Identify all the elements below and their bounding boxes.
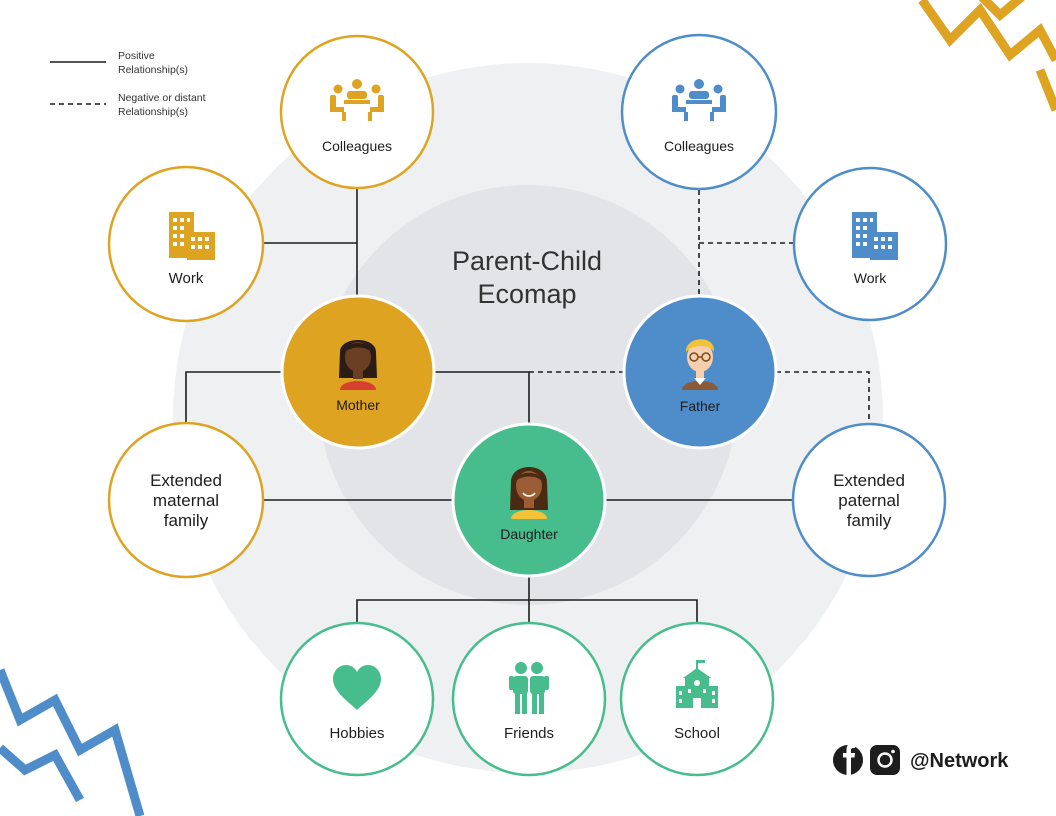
decor-zigzag-top-right-2: [978, 0, 1026, 22]
node-father-work: Work: [792, 166, 948, 322]
node-mother-work: Work: [107, 165, 265, 323]
daughter-avatar-icon: [510, 467, 548, 519]
node-daughter-label: Daughter: [500, 526, 558, 542]
diagram-title-line1: Parent-Child: [452, 246, 602, 276]
node-paternal-family-line2: paternal: [838, 491, 899, 510]
father-avatar-icon: [682, 339, 718, 390]
node-daughter: Daughter: [451, 422, 607, 578]
node-father-work-label: Work: [854, 270, 887, 286]
friends-icon: [509, 662, 549, 714]
node-school-label: School: [674, 725, 720, 742]
edge-mother-maternal-family: [185, 371, 282, 424]
node-hobbies: Hobbies: [279, 621, 435, 777]
node-maternal-family-line1: Extended: [150, 471, 222, 490]
heart-icon: [333, 665, 381, 710]
node-mother-colleagues: Colleagues: [279, 34, 435, 190]
mother-avatar-icon: [339, 340, 377, 390]
decor-zigzag-top-right-3: [1035, 68, 1056, 112]
instagram-icon[interactable]: [870, 745, 900, 775]
node-maternal-family-line2: maternal: [153, 491, 219, 510]
node-father: Father: [622, 294, 778, 450]
node-mother-work-label: Work: [169, 270, 204, 287]
node-friends-label: Friends: [504, 725, 554, 742]
node-mother-label: Mother: [336, 397, 380, 413]
node-paternal-family-line3: family: [847, 511, 892, 530]
legend-negative-line2: Relationship(s): [118, 106, 188, 118]
node-maternal-family-line3: family: [164, 511, 209, 530]
legend-negative-line1: Negative or distant: [118, 92, 206, 104]
office-building-icon: [852, 212, 898, 260]
node-friends: Friends: [451, 621, 607, 777]
facebook-icon[interactable]: [833, 743, 863, 776]
decor-zigzag-bottom-left-2: [0, 744, 84, 803]
meeting-icon: [672, 79, 726, 121]
node-hobbies-label: Hobbies: [329, 725, 384, 742]
edge-daughter-children-bar: [356, 599, 698, 623]
edge-father-paternal-family: [776, 371, 870, 424]
decor-zigzag-bottom-left: [0, 668, 145, 816]
office-building-icon: [169, 212, 215, 260]
node-father-colleagues: Colleagues: [620, 33, 778, 191]
legend-positive-line1: Positive: [118, 50, 155, 62]
decor-zigzag-top-right: [918, 0, 1056, 63]
node-mother: Mother: [280, 294, 436, 450]
node-school: School: [619, 621, 775, 777]
meeting-icon: [330, 79, 384, 121]
node-paternal-family-line1: Extended: [833, 471, 905, 490]
node-father-colleagues-label: Colleagues: [664, 138, 734, 154]
school-building-icon: [676, 660, 718, 708]
diagram-title-line2: Ecomap: [477, 279, 576, 309]
node-father-label: Father: [680, 398, 721, 414]
social-handle[interactable]: @Network: [910, 750, 1009, 772]
node-mother-colleagues-label: Colleagues: [322, 138, 392, 154]
legend-positive-line2: Relationship(s): [118, 64, 188, 76]
node-maternal-family: Extended maternal family: [107, 421, 265, 579]
node-paternal-family: Extended paternal family: [791, 422, 947, 578]
